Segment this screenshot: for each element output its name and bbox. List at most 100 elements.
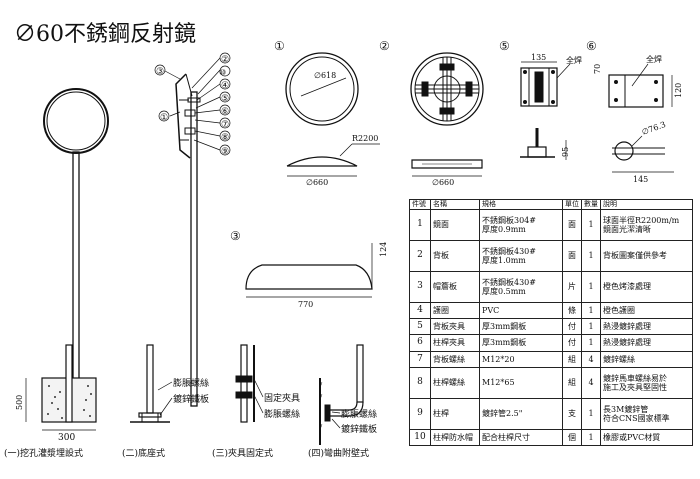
cell-spec: M12*65: [479, 366, 563, 399]
cell-no: 8: [409, 366, 431, 399]
cell-name: 柱桿: [430, 397, 480, 430]
cell-no: 6: [409, 334, 431, 352]
caption-wall: (四)彎曲附壁式: [308, 447, 369, 459]
dim-135: 135: [531, 53, 546, 62]
col-note: 說明: [600, 199, 693, 210]
cell-note: 背板圖案僅供參考: [600, 239, 693, 272]
detail-canopy: [245, 243, 373, 298]
label-anchor-bolt-base: 膨脹螺絲: [173, 377, 209, 389]
install-wall: [319, 344, 364, 445]
dim-124: 124: [379, 242, 388, 257]
cell-name: 背板夾具: [430, 318, 480, 336]
cell-spec: 不銹鋼板430#厚度1.0mm: [479, 239, 563, 272]
cell-note: 橙色烤漆處理: [600, 270, 693, 303]
detail-label-3: ③: [230, 229, 241, 243]
col-name: 名稱: [430, 199, 480, 210]
cell-qty: 1: [581, 397, 601, 430]
cell-name: 背板: [430, 239, 480, 272]
label-anchor-bolt-wall: 膨脹螺絲: [341, 408, 377, 420]
cell-spec: 不銹鋼板430#厚度0.5mm: [479, 270, 563, 303]
cell-qty: 1: [581, 209, 601, 241]
cell-no: 7: [409, 350, 431, 368]
cell-qty: 1: [581, 301, 601, 320]
cell-no: 4: [409, 301, 431, 320]
label-galv-plate-base: 鍍鋅鐵板: [173, 393, 209, 405]
cell-unit: 面: [562, 239, 582, 272]
cell-qty: 1: [581, 428, 601, 447]
cell-note: 橙色護圈: [600, 301, 693, 320]
cell-name: 帽簷板: [430, 270, 480, 303]
cell-no: 3: [409, 270, 431, 303]
cell-unit: 支: [562, 397, 582, 430]
cell-spec: PVC: [479, 301, 563, 320]
dim-95: 95: [561, 147, 570, 157]
detail-label-5: ⑤: [499, 39, 510, 53]
cell-no: 1: [409, 209, 431, 241]
dim-660-back: ∅660: [432, 178, 454, 187]
cell-name: 柱桿防水帽: [430, 428, 480, 447]
caption-clamp: (三)夾具固定式: [212, 447, 273, 459]
install-clamp: [235, 344, 264, 423]
caption-base: (二)底座式: [122, 447, 165, 459]
cell-name: 護圈: [430, 301, 480, 320]
weld-label-6: 全焊: [646, 54, 662, 64]
cell-spec: 鍍鋅管2.5": [479, 397, 563, 430]
dim-770: 770: [298, 300, 313, 309]
label-galv-plate-wall: 鍍鋅鐵板: [341, 423, 377, 435]
dim-r2200: R2200: [352, 134, 378, 143]
cell-spec: M12*20: [479, 350, 563, 368]
col-no: 件號: [409, 199, 431, 210]
col-spec: 規格: [479, 199, 563, 210]
install-base: [130, 344, 173, 423]
callout-1-side: ①: [160, 113, 168, 123]
detail-back-plate: [410, 52, 484, 177]
cell-no: 2: [409, 239, 431, 272]
cell-qty: 1: [581, 239, 601, 272]
callout-8: ⑧: [221, 133, 229, 143]
callout-6: ⑥: [221, 107, 229, 117]
cell-spec: 不銹鋼板304#厚度0.9mm: [479, 209, 563, 241]
detail-back-clamp: [520, 61, 571, 160]
cell-qty: 4: [581, 350, 601, 368]
install-buried: [25, 344, 97, 431]
cell-spec: 厚3mm鋼板: [479, 318, 563, 336]
dim-660-mirror: ∅660: [306, 178, 328, 187]
callout-3: ③: [156, 67, 164, 77]
cell-note: 熱浸鍍鋅處理: [600, 334, 693, 352]
callout-10: ⑩: [219, 68, 226, 77]
cell-qty: 1: [581, 334, 601, 352]
cell-spec: 配合柱桿尺寸: [479, 428, 563, 447]
label-anchor-bolt-clamp: 膨脹螺絲: [264, 408, 300, 420]
dim-500: 500: [15, 395, 24, 410]
callout-7: ⑦: [221, 120, 229, 130]
dim-618: ∅618: [314, 71, 336, 80]
detail-label-2: ②: [379, 39, 390, 53]
cell-name: 背板螺絲: [430, 350, 480, 368]
cell-name: 柱桿螺絲: [430, 366, 480, 399]
cell-no: 5: [409, 318, 431, 336]
col-qty: 數量: [581, 199, 601, 210]
callout-4: ④: [221, 81, 229, 91]
dim-145: 145: [633, 175, 648, 184]
cell-unit: 片: [562, 270, 582, 303]
dim-120: 120: [674, 83, 683, 98]
detail-mirror: [285, 52, 380, 177]
cell-qty: 4: [581, 366, 601, 399]
side-elevation: [154, 52, 231, 407]
callout-5: ⑤: [221, 94, 229, 104]
label-fixing-clamp: 固定夾具: [264, 392, 300, 404]
callout-9: ⑨: [221, 147, 229, 157]
col-unit: 單位: [562, 199, 582, 210]
cell-note: 橡膠或PVC材質: [600, 428, 693, 447]
